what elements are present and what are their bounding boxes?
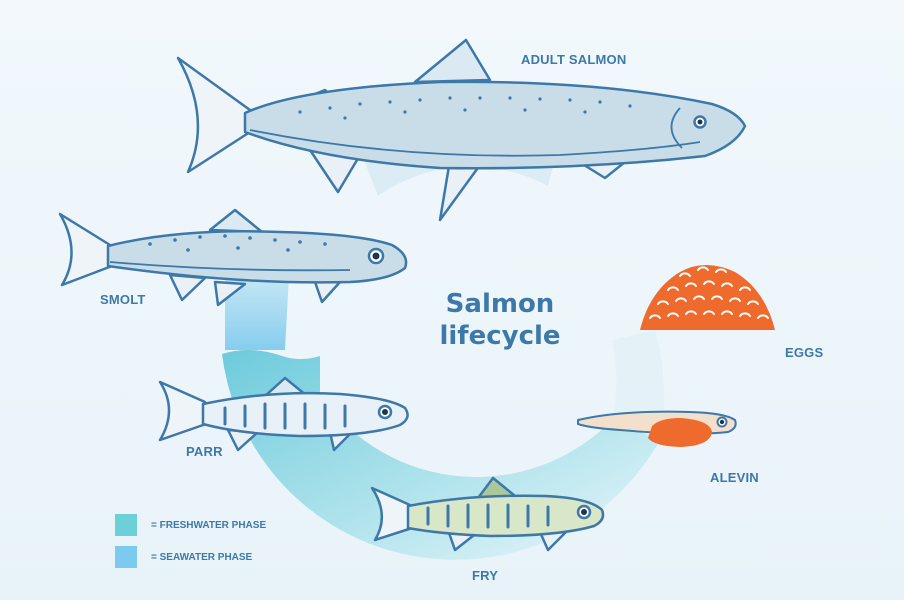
freshwater-swatch (115, 514, 137, 536)
eggs-illustration (640, 265, 775, 330)
smolt-illustration (60, 210, 406, 305)
adult-salmon-illustration (178, 40, 745, 220)
diagram-title: Salmon lifecycle (415, 288, 585, 352)
seawater-swatch (115, 546, 137, 568)
stage-label-adult-salmon: ADULT SALMON (521, 52, 626, 67)
legend-freshwater: = FRESHWATER PHASE (115, 514, 266, 536)
freshwater-legend-label: = FRESHWATER PHASE (151, 520, 266, 531)
title-line-2: lifecycle (415, 320, 585, 352)
stage-label-alevin: ALEVIN (710, 470, 759, 485)
stage-label-eggs: EGGS (785, 345, 823, 360)
stage-label-fry: FRY (472, 568, 498, 583)
stage-label-smolt: SMOLT (100, 292, 146, 307)
title-line-1: Salmon (415, 288, 585, 320)
seawater-legend-label: = SEAWATER PHASE (151, 552, 252, 563)
stage-label-parr: PARR (186, 444, 223, 459)
legend-seawater: = SEAWATER PHASE (115, 546, 252, 568)
